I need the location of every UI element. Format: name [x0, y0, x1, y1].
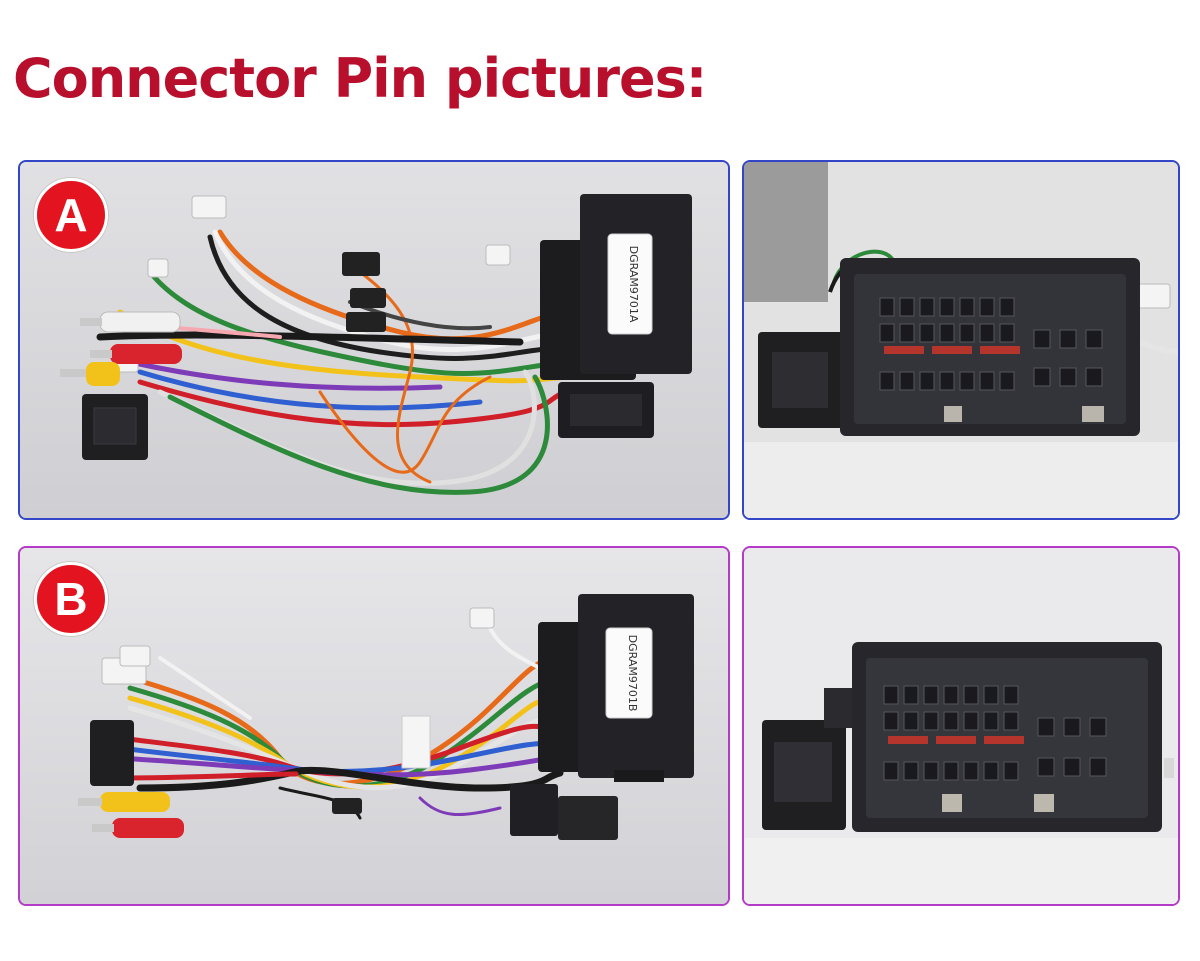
badge-b: B [34, 562, 108, 636]
harness-b-tag: DGRAM9701B [626, 635, 639, 712]
connector-b-photo [742, 546, 1180, 906]
harness-b-photo: DGRAM9701B B [18, 546, 730, 906]
harness-b-illustration: DGRAM9701B [20, 548, 728, 904]
connector-a-photo [742, 160, 1180, 520]
harness-a-illustration: DGRAM9701A [20, 162, 728, 518]
harness-a-photo: DGRAM9701A A [18, 160, 730, 520]
badge-a: A [34, 178, 108, 252]
page-title: Connector Pin pictures: [13, 47, 707, 110]
connector-a-illustration [744, 162, 1178, 518]
connector-b-illustration [744, 548, 1178, 904]
harness-a-tag: DGRAM9701A [627, 246, 640, 323]
